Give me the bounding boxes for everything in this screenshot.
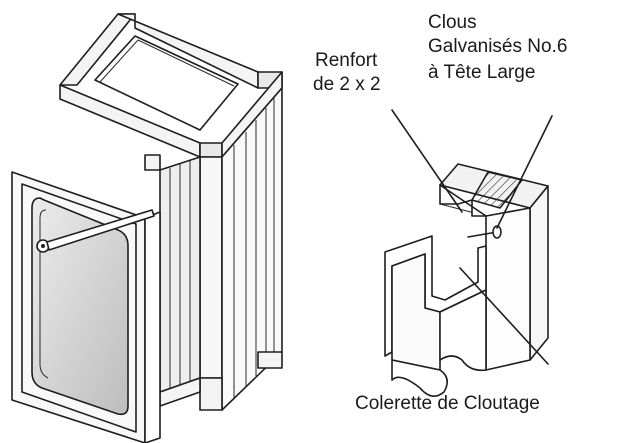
nails-label: Clous Galvanisés No.6 à Tête Large <box>428 12 573 83</box>
wood-frame-top <box>59 13 283 171</box>
frame-section-detail <box>384 109 553 397</box>
access-door <box>11 171 161 443</box>
nails-label-line3: à Tête Large <box>428 62 535 83</box>
brace-label-line2: de 2 x 2 <box>313 74 381 95</box>
nail-icon <box>467 225 502 239</box>
nails-leader-line <box>496 115 553 229</box>
nailing-flange <box>384 235 487 397</box>
door-frame-assembly <box>11 13 283 443</box>
duct-walls <box>159 87 283 411</box>
brace-label-line1: Renfort <box>315 50 378 71</box>
brace-label: Renfort de 2 x 2 <box>313 50 383 95</box>
flange-label: Colerette de Cloutage <box>355 393 540 414</box>
wood-brace <box>439 163 549 371</box>
flange-leader-line <box>459 267 549 365</box>
nails-label-line1: Clous <box>428 12 477 33</box>
door-handle-icon <box>36 209 155 253</box>
nails-label-line2: Galvanisés No.6 <box>428 36 567 57</box>
brace-leader-line <box>391 109 463 213</box>
